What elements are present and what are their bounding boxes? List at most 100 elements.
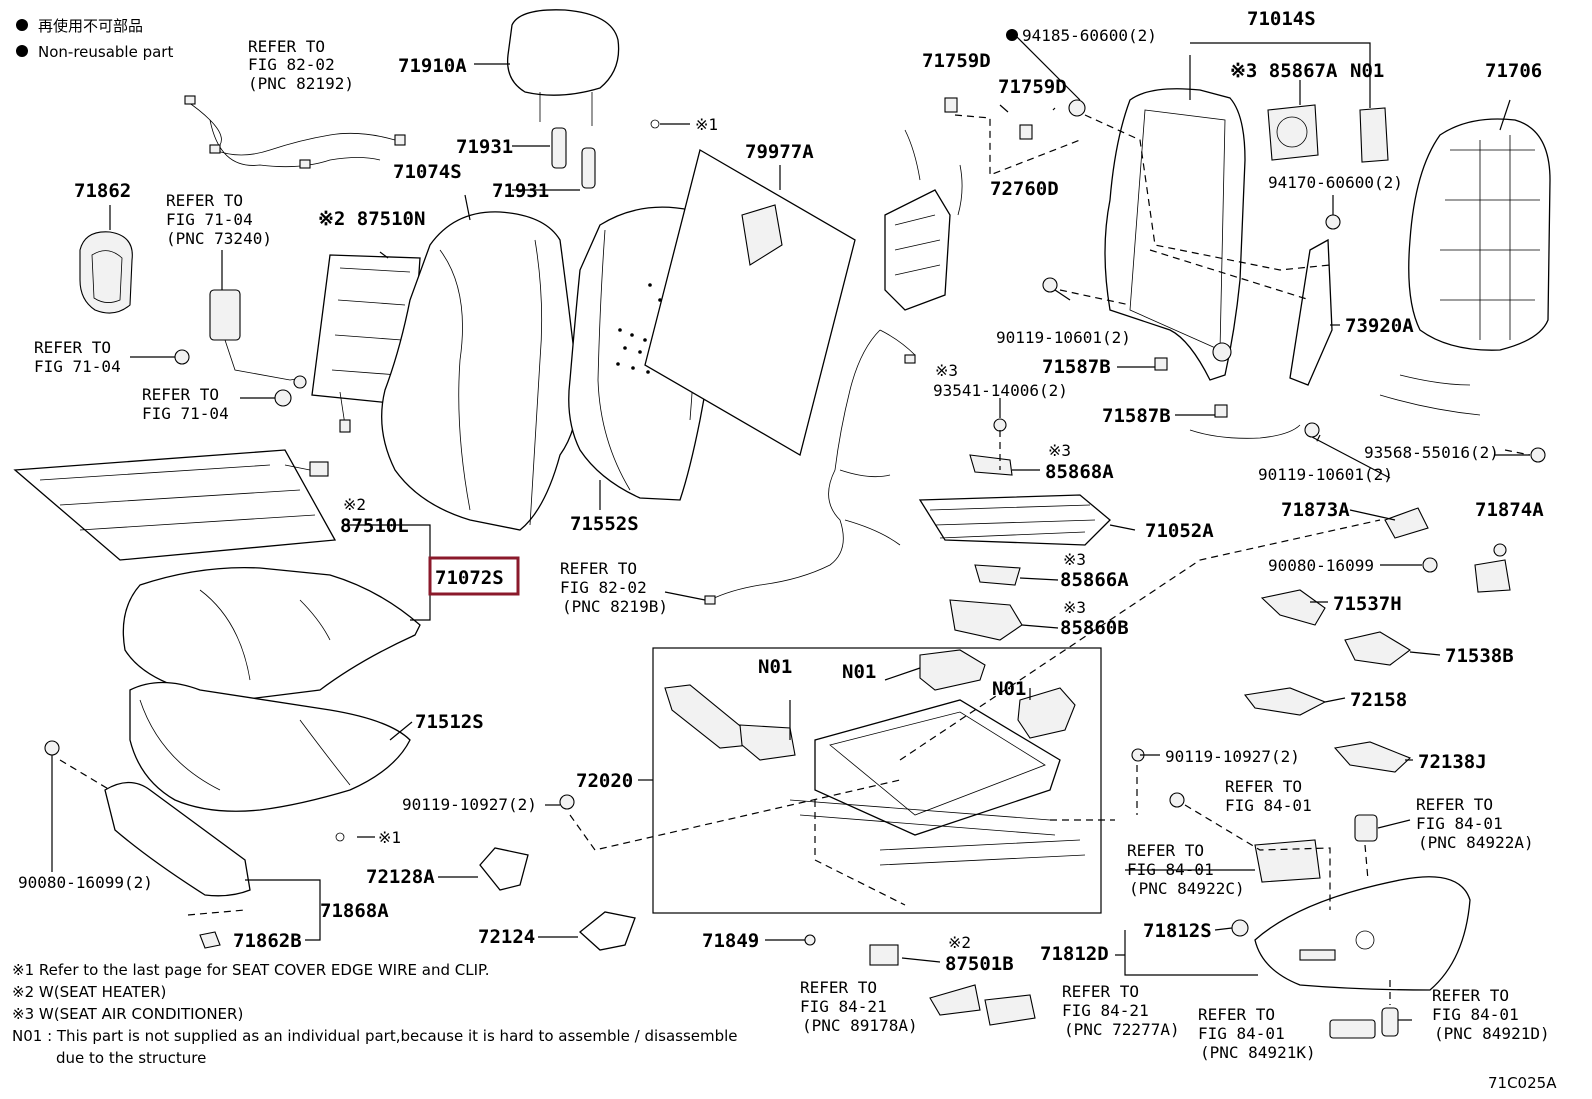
headrest-shape[interactable] (506, 9, 620, 126)
center-harness-shape[interactable] (704, 329, 916, 605)
label-90080-16099-2[interactable]: 90080-16099(2) (18, 873, 153, 892)
vent-bracket-85868A-shape[interactable] (969, 454, 1013, 476)
lumbar-unit-shape[interactable] (884, 97, 1033, 311)
back-board-shape[interactable] (1379, 118, 1551, 463)
label-87510N[interactable]: ※2 87510N (318, 208, 425, 230)
cushion-pad-shape[interactable] (129, 681, 411, 812)
label-85868A[interactable]: 85868A (1045, 461, 1114, 483)
label-71072S[interactable]: 71072S (435, 567, 504, 589)
label-90080-16099[interactable]: 90080-16099 (1268, 556, 1374, 575)
label-71812S[interactable]: 71812S (1143, 920, 1212, 942)
refer-8401-a[interactable]: REFER TO FIG 84-01 (1225, 777, 1312, 815)
label-71873A[interactable]: 71873A (1281, 499, 1350, 521)
label-N01-c[interactable]: N01 (992, 678, 1026, 700)
label-N01-a[interactable]: N01 (758, 656, 792, 678)
label-71552S[interactable]: 71552S (570, 513, 639, 535)
label-71910A[interactable]: 71910A (398, 55, 467, 77)
note-2: ※2 W(SEAT HEATER) (12, 983, 166, 1001)
fan-unit-shape[interactable] (1267, 104, 1319, 161)
refer-84921D[interactable]: REFER TO FIG 84-01 (PNC 84921D) (1432, 986, 1550, 1043)
label-72020[interactable]: 72020 (576, 770, 633, 792)
label-87510L[interactable]: 87510L (340, 515, 409, 537)
label-72760D[interactable]: 72760D (990, 178, 1059, 200)
label-72138J[interactable]: 72138J (1418, 751, 1487, 773)
vent-85866A-shape[interactable] (974, 564, 1021, 586)
label-N01-b[interactable]: N01 (842, 661, 876, 683)
cover-72124-shape[interactable] (578, 911, 636, 951)
refer-84921K[interactable]: REFER TO FIG 84-01 (PNC 84921K) (1198, 1005, 1316, 1062)
cover-71538B-shape[interactable] (1344, 631, 1411, 666)
refer-89178A[interactable]: REFER TO FIG 84-21 (PNC 89178A) (800, 978, 918, 1035)
label-71759D-b[interactable]: 71759D (998, 76, 1067, 98)
label-93541-14006[interactable]: 93541-14006(2) (933, 381, 1068, 400)
cushion-heater-shape[interactable] (13, 449, 337, 561)
label-90119-10601-b[interactable]: 90119-10601(2) (1258, 465, 1393, 484)
label-71931[interactable]: 71931 (456, 136, 513, 158)
label-71874A[interactable]: 71874A (1475, 499, 1544, 521)
label-71862B[interactable]: 71862B (233, 930, 302, 952)
refer-8219B[interactable]: REFER TO FIG 82-02 (PNC 8219B) (560, 559, 668, 616)
label-72128A[interactable]: 72128A (366, 866, 435, 888)
cover-72158-shape[interactable] (1243, 687, 1327, 716)
label-72158[interactable]: 72158 (1350, 689, 1407, 711)
cover-72128A-shape[interactable] (479, 847, 529, 891)
seat-belt-buckle-shape[interactable] (174, 255, 307, 407)
recliner-motor-shape[interactable] (1325, 107, 1389, 230)
label-71759D-a[interactable]: 71759D (922, 50, 991, 72)
label-87501B[interactable]: 87501B (945, 953, 1014, 975)
label-71538B[interactable]: 71538B (1445, 645, 1514, 667)
label-72124[interactable]: 72124 (478, 926, 535, 948)
label-85866A[interactable]: 85866A (1060, 569, 1129, 591)
label-90119-10927-a[interactable]: 90119-10927(2) (402, 795, 537, 814)
label-71052A[interactable]: 71052A (1145, 520, 1214, 542)
mat-71052A-shape[interactable] (918, 494, 1111, 546)
cover-72138J-shape[interactable] (1333, 741, 1412, 773)
bracket-71873A-shape[interactable] (1384, 507, 1438, 573)
label-85860B[interactable]: 85860B (1060, 617, 1129, 639)
label-90119-10601-a[interactable]: 90119-10601(2) (996, 328, 1131, 347)
label-73920A[interactable]: 73920A (1345, 315, 1414, 337)
wire-harness-shape[interactable] (184, 95, 406, 169)
vent-85860B-shape[interactable] (949, 599, 1023, 641)
label-71849[interactable]: 71849 (702, 930, 759, 952)
label-90119-10927-b[interactable]: 90119-10927(2) (1165, 747, 1300, 766)
label-71074S[interactable]: 71074S (393, 161, 462, 183)
refer-84922C[interactable]: REFER TO FIG 84-01 (PNC 84922C) (1127, 841, 1245, 898)
label-93568-55016[interactable]: 93568-55016(2) (1364, 443, 1499, 462)
label-71587B-b[interactable]: 71587B (1102, 405, 1171, 427)
refer-72277A[interactable]: REFER TO FIG 84-21 (PNC 72277A) (1062, 982, 1180, 1039)
seatback-frame-shape[interactable] (1068, 88, 1246, 381)
label-85867A[interactable]: ※3 85867A (1230, 60, 1338, 82)
refer-7104-b[interactable]: REFER TO FIG 71-04 (142, 385, 229, 423)
part-71862-shape[interactable] (79, 231, 133, 314)
refer-73240[interactable]: REFER TO FIG 71-04 (PNC 73240) (166, 191, 272, 248)
front-panel-shape[interactable] (44, 740, 251, 949)
switch-parts-shape[interactable] (559, 748, 1399, 1039)
label-71587B-a[interactable]: 71587B (1042, 356, 1111, 378)
seatback-pad-shape[interactable] (381, 211, 579, 531)
label-71512S[interactable]: 71512S (415, 711, 484, 733)
side-shield-71812D-shape[interactable] (1254, 876, 1471, 991)
label-79977A[interactable]: 79977A (745, 141, 814, 163)
cover-71537H-shape[interactable] (1260, 589, 1326, 626)
bracket-71874A-shape[interactable] (1474, 543, 1511, 593)
headrest-guide-shapes[interactable] (551, 127, 596, 189)
seat-adjuster-shape[interactable] (664, 649, 1086, 866)
label-71862[interactable]: 71862 (74, 180, 131, 202)
refer-7104-a[interactable]: REFER TO FIG 71-04 (34, 338, 121, 376)
label-71812D[interactable]: 71812D (1040, 943, 1109, 965)
side-panel-73920A-shape[interactable] (1289, 238, 1333, 386)
label-71537H[interactable]: 71537H (1333, 593, 1402, 615)
refer-82192[interactable]: REFER TO FIG 82-02 (PNC 82192) (248, 37, 354, 93)
label-71014S[interactable]: 71014S (1247, 8, 1316, 30)
label-N01-top[interactable]: N01 (1350, 60, 1384, 82)
label-71868A[interactable]: 71868A (320, 900, 389, 922)
label-71931[interactable]: 71931 (492, 180, 549, 202)
label-94170-60600[interactable]: 94170-60600(2) (1268, 173, 1403, 192)
label-71706[interactable]: 71706 (1485, 60, 1542, 82)
seatback-board-shape[interactable] (644, 149, 856, 456)
brackets-shape[interactable] (993, 277, 1320, 439)
cushion-cover-shape[interactable] (122, 566, 421, 701)
refer-84922A[interactable]: REFER TO FIG 84-01 (PNC 84922A) (1416, 795, 1534, 852)
label-94185-60600[interactable]: 94185-60600(2) (1022, 26, 1157, 45)
